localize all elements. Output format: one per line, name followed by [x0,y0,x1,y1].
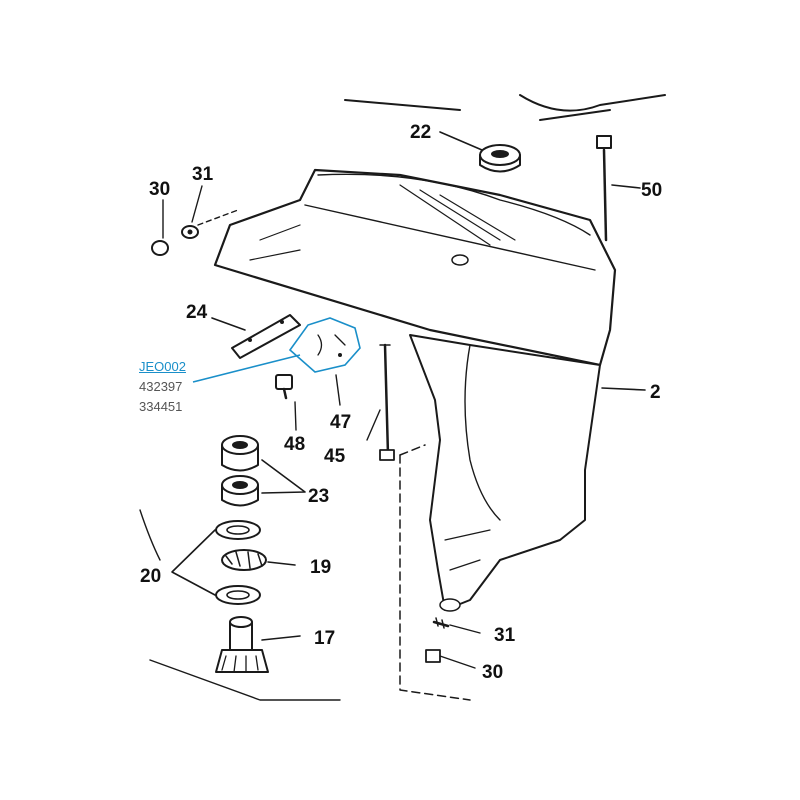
callout-22: 22 [410,122,431,143]
part-30-screw-bottom [425,649,441,663]
callout-24: 24 [186,302,208,323]
part-45-stud [379,343,395,461]
part-20-thrust-washer-lower [215,585,261,605]
callout-48: 48 [284,434,305,455]
callout-30-top: 30 [149,179,170,200]
part-23-bearing-upper [221,435,259,472]
part-reference-link[interactable]: JEO002 [139,359,186,374]
callout-31-bottom: 31 [494,625,516,646]
leader-line [261,635,301,641]
callout-20: 20 [140,566,161,587]
leader-line [449,624,481,634]
leader-line [171,529,216,596]
callout-2: 2 [650,382,661,403]
callout-17: 17 [314,628,335,649]
center-line [197,209,239,226]
assembly-path [399,454,471,701]
callout-50: 50 [641,180,662,201]
part-alt-number: 432397 [139,379,183,394]
reference-pointer-line [192,354,301,383]
background-line [139,509,161,561]
leader-line [191,185,203,223]
background-line [539,109,611,121]
background-line [519,94,666,112]
part-22-bushing [479,144,521,173]
background-line [344,99,461,111]
part-31-seal-bottom [432,617,450,629]
leader-line [611,184,641,189]
part-48-bolt [275,374,293,400]
callout-19: 19 [310,557,331,578]
part-17-pinion-gear [215,616,269,673]
leader-line [267,561,296,566]
callout-30-bottom: 30 [482,662,503,683]
part-30-31-screw [151,225,199,256]
callout-23: 23 [308,486,329,507]
leader-line [601,387,646,391]
part-alt-number: 334451 [139,399,183,414]
part-50-bolt [596,135,612,242]
part-24-anode [231,314,301,359]
part-47-gasket-highlighted[interactable] [288,317,361,373]
assembly-path [399,444,426,456]
gearcase-housing [213,168,617,612]
leader-line [439,655,476,669]
leader-line [261,459,306,494]
leader-line [211,317,246,331]
callout-47: 47 [330,412,351,433]
part-23-bearing-lower [221,475,259,507]
part-19-thrust-bearing [221,549,267,571]
background-line [149,659,341,701]
leader-line [335,374,341,406]
part-20-thrust-washer-upper [215,520,261,540]
callout-45: 45 [324,446,346,467]
leader-line [366,409,381,441]
callout-31-top: 31 [192,164,214,185]
leader-line [439,131,483,151]
leader-line [294,401,297,431]
